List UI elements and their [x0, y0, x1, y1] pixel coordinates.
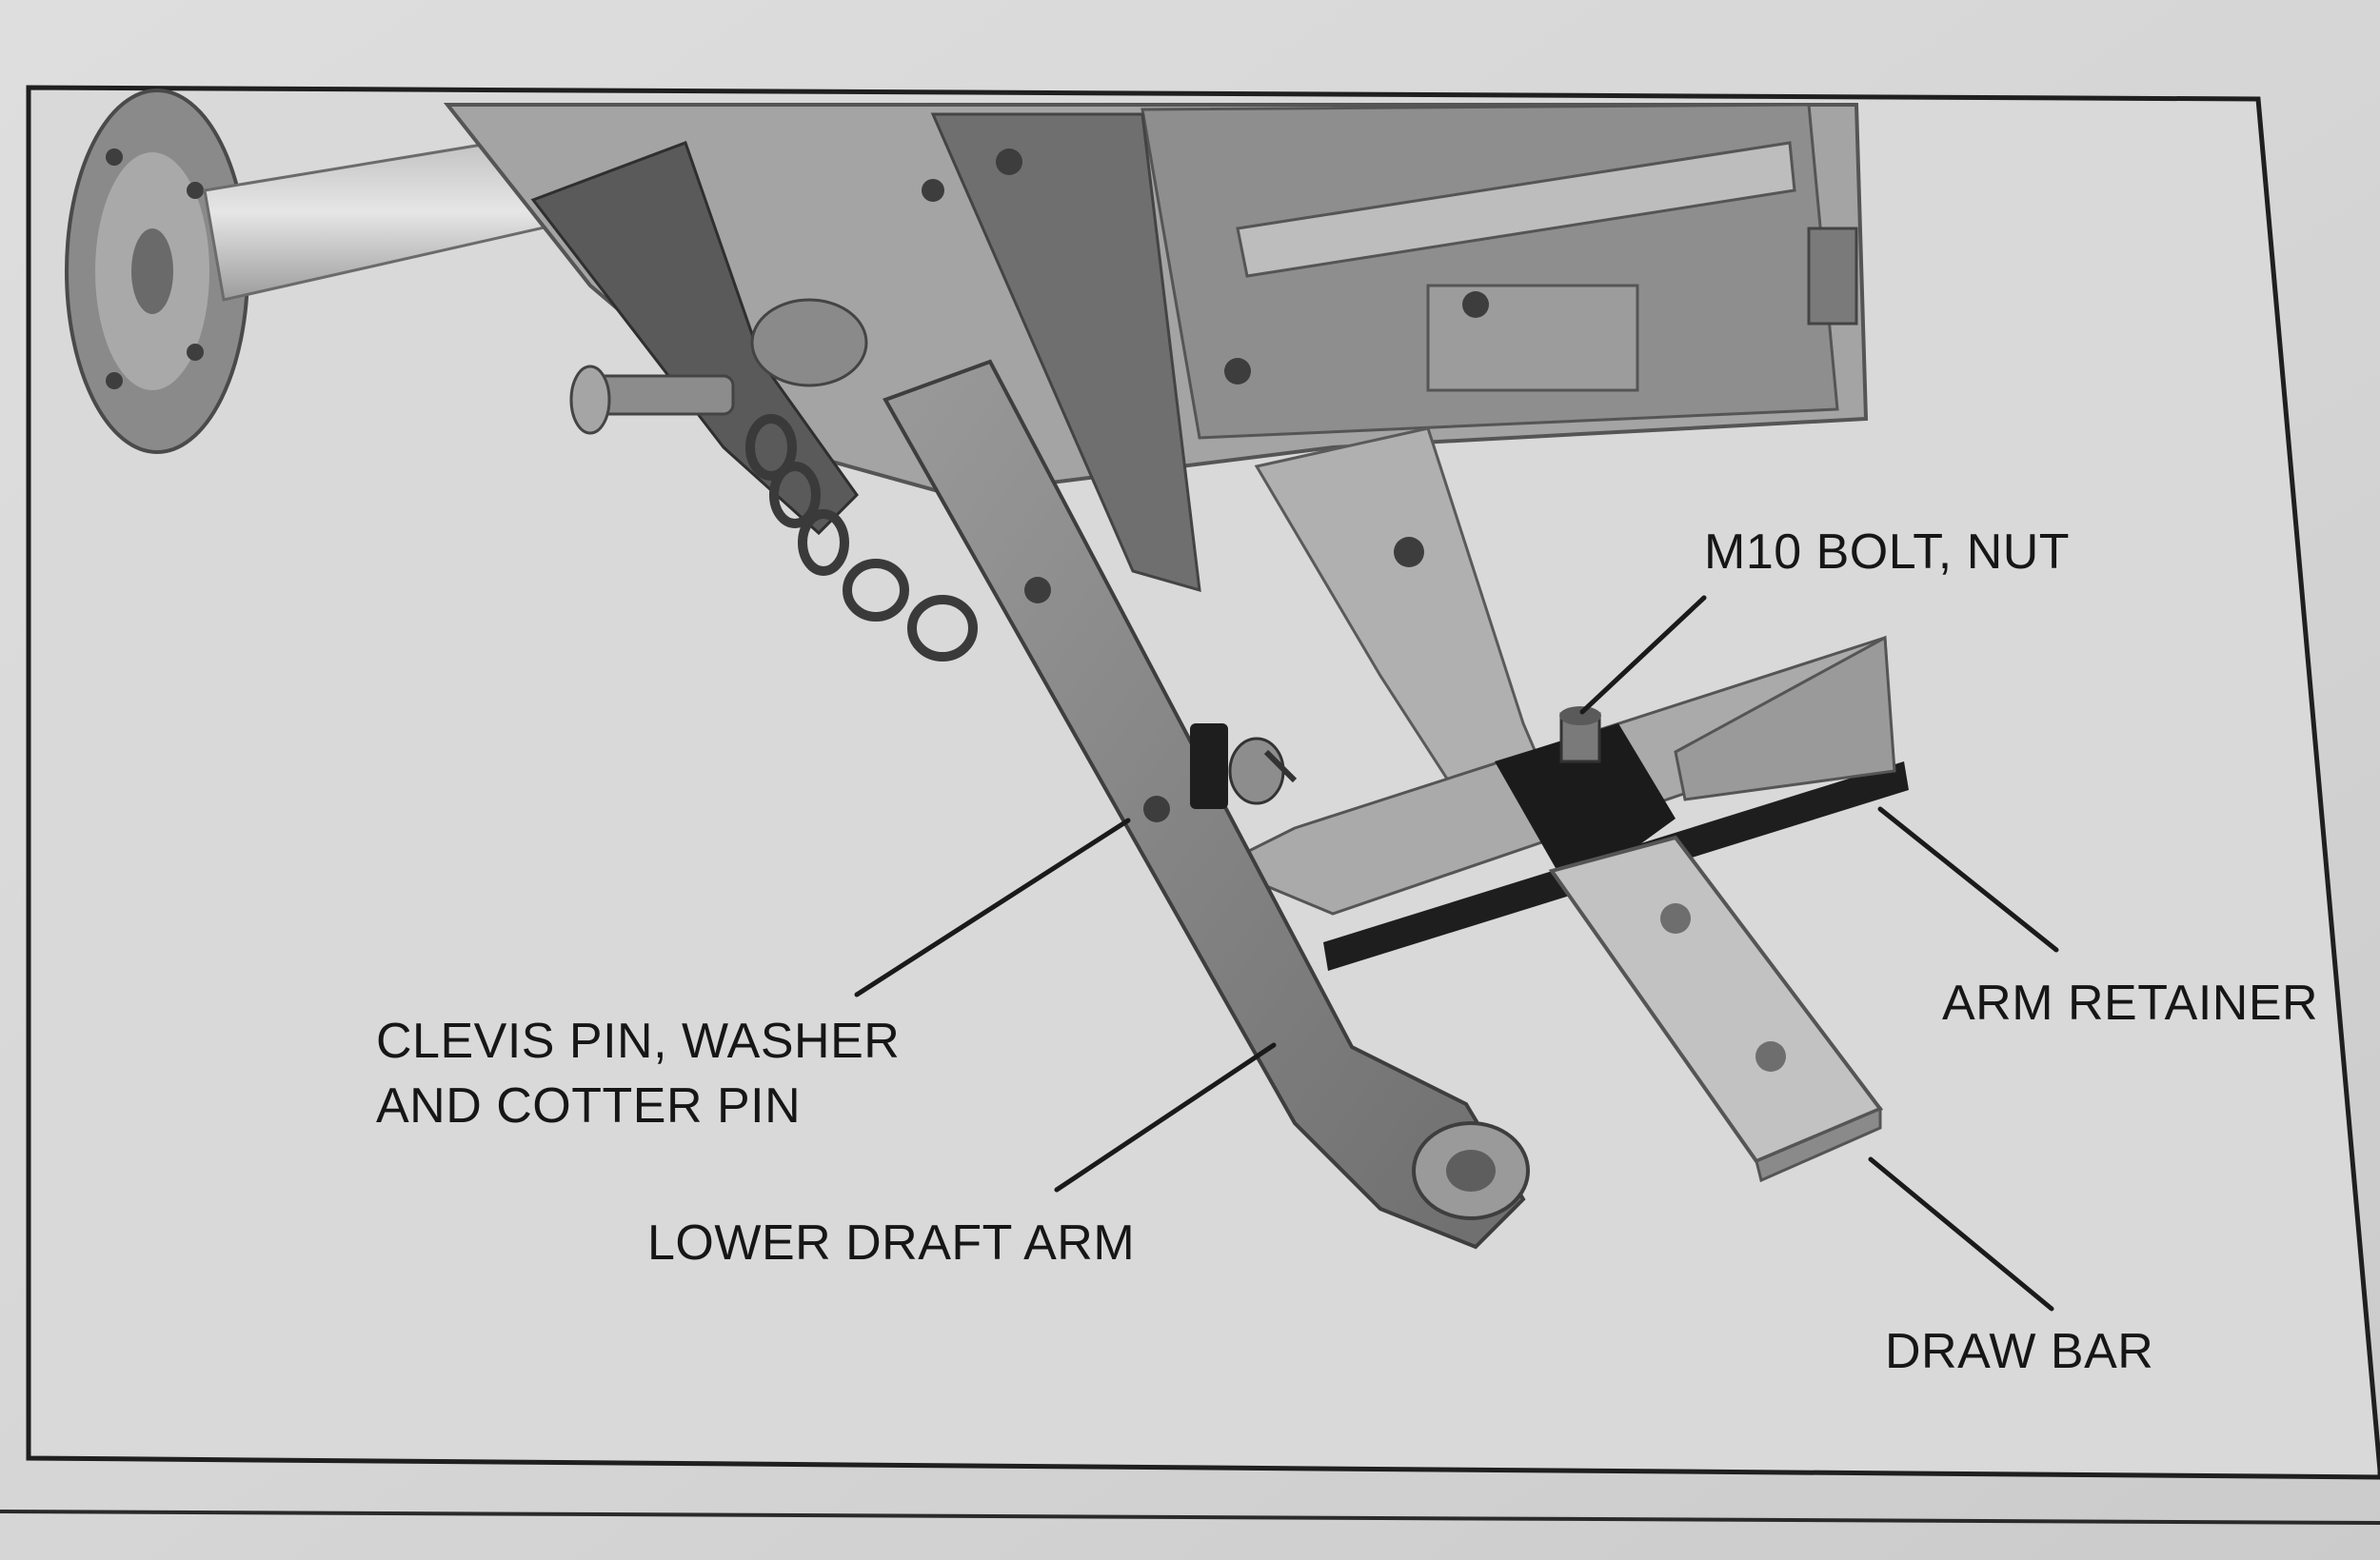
leader-clevis-pin: [854, 818, 1131, 997]
label-clevis-line-2: AND COTTER PIN: [376, 1078, 802, 1134]
leader-lines: [854, 595, 2059, 1312]
draw-bar: [1548, 835, 1884, 1183]
m10-bolt-nut: [1559, 706, 1601, 763]
clevis-pin-assembly: [1190, 723, 1298, 809]
check-chain: [745, 414, 978, 662]
leader-m10-bolt: [1579, 595, 1707, 715]
label-arm-retainer: ARM RETAINER: [1942, 976, 2319, 1031]
leader-lower-draft-arm: [1054, 1042, 1277, 1193]
page-rule: [0, 1510, 2380, 1525]
label-clevis-line-1: CLEVIS PIN, WASHER: [376, 1014, 901, 1069]
pto-flange: [65, 89, 249, 454]
label-clevis-pin: CLEVIS PIN, WASHER AND COTTER PIN: [376, 1009, 900, 1138]
leader-draw-bar: [1868, 1156, 2054, 1312]
label-draw-bar: DRAW BAR: [1885, 1324, 2154, 1379]
label-lower-draft-arm: LOWER DRAFT ARM: [647, 1215, 1136, 1271]
upper-bracket: [530, 141, 868, 536]
label-m10-bolt-nut: M10 BOLT, NUT: [1704, 524, 2071, 580]
tractor-frame: [443, 103, 1869, 593]
leader-arm-retainer: [1877, 806, 2059, 953]
